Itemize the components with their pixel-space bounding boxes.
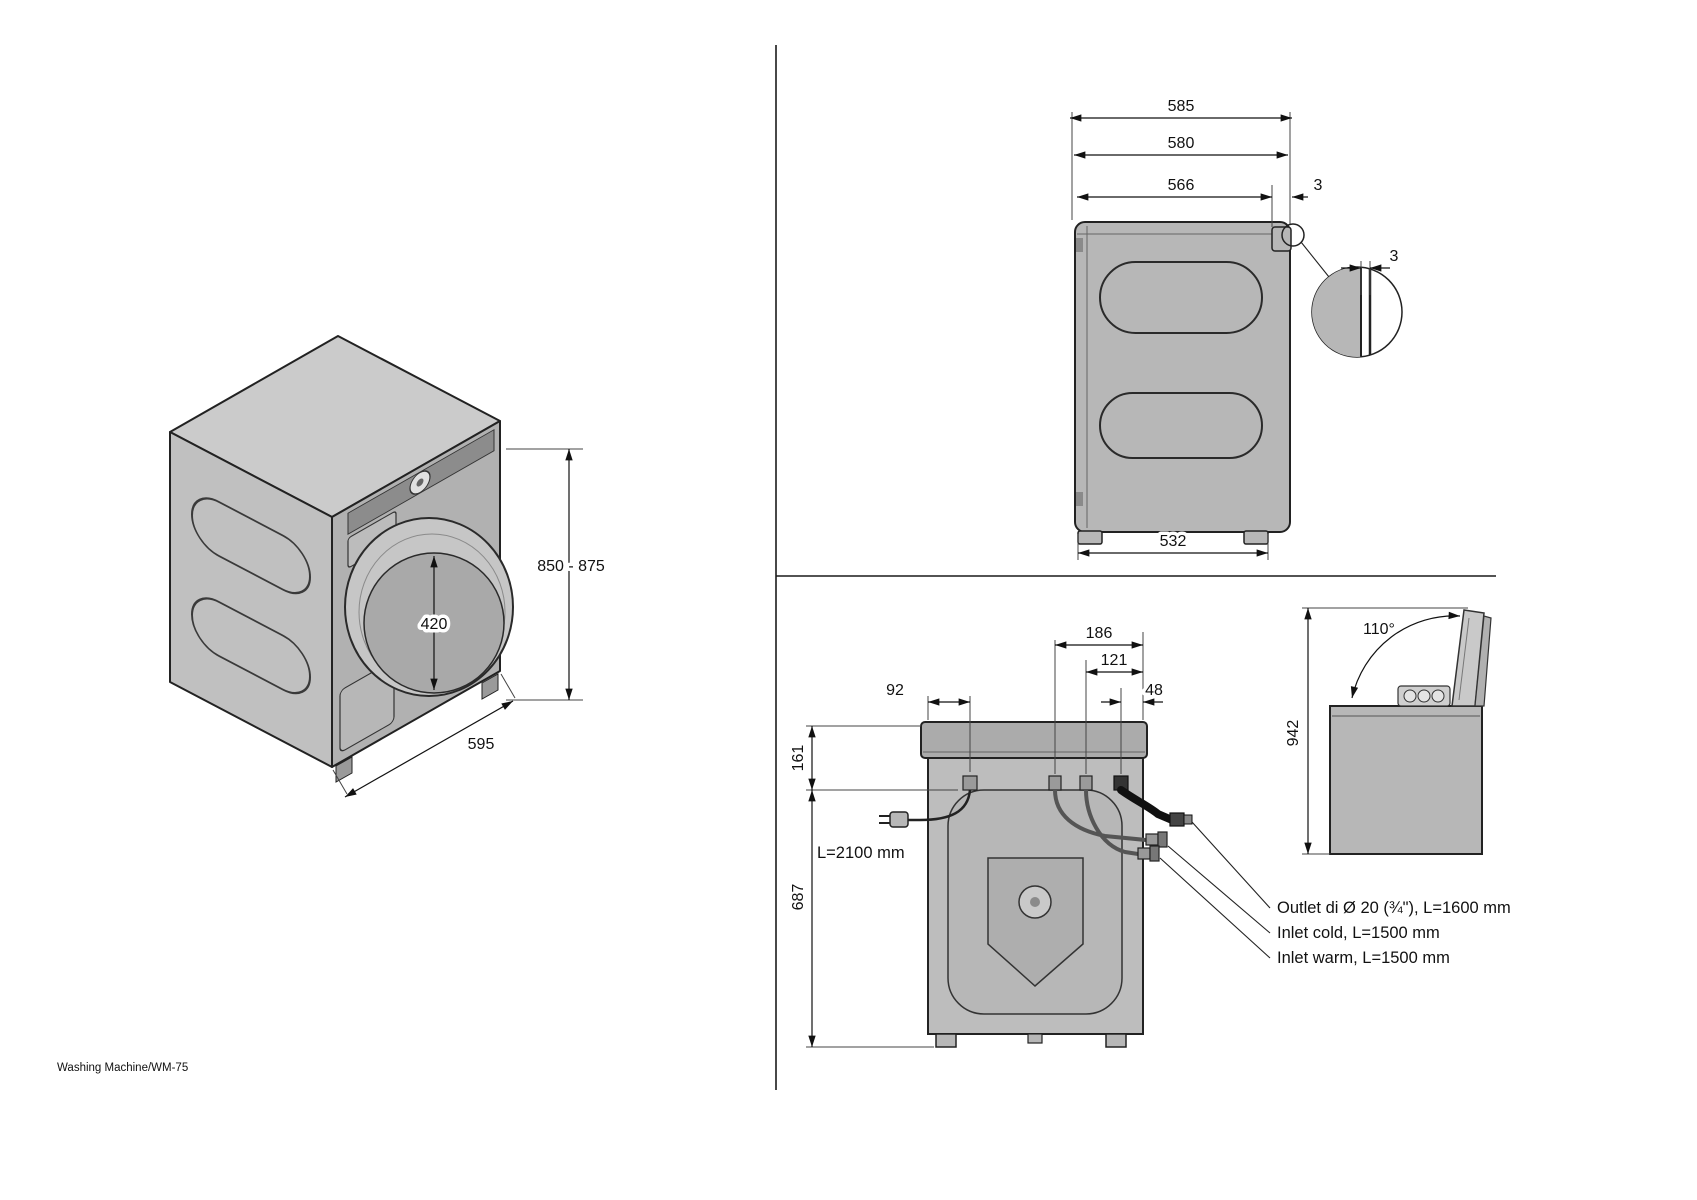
program-knob-center bbox=[416, 478, 424, 487]
open-lid-line bbox=[1458, 617, 1470, 701]
dispenser-cup-1 bbox=[1403, 689, 1417, 703]
detail-contents bbox=[1312, 267, 1372, 357]
outlet-hose bbox=[1113, 775, 1193, 827]
drum-housing bbox=[987, 857, 1084, 988]
dim-width-595: 595 bbox=[332, 673, 516, 798]
rear-top-panel bbox=[920, 721, 1148, 759]
dim-532: 532 bbox=[1077, 530, 1269, 560]
side-foot-left bbox=[1077, 530, 1103, 545]
inlet-warm-label: Inlet warm, L=1500 mm bbox=[1277, 949, 1450, 967]
divider-lines bbox=[775, 45, 1496, 1090]
side-slot-lower bbox=[1099, 392, 1263, 459]
side-view: 585 580 566 3 532 bbox=[1070, 95, 1403, 560]
iso-height-dim: 850 - 875 bbox=[537, 558, 605, 575]
lid-angle-dim: 110° bbox=[1363, 621, 1395, 638]
dim-687: 687 bbox=[787, 790, 934, 1048]
side-dim-580: 580 bbox=[1168, 135, 1195, 152]
plug-icon bbox=[889, 811, 909, 828]
lid-height-dim: 942 bbox=[1285, 720, 1302, 747]
dim-rear-gap-3: 3 bbox=[1292, 174, 1326, 201]
inlet-hose-warm bbox=[1079, 775, 1160, 862]
dim-566: 566 bbox=[1077, 174, 1273, 227]
dispenser-cup-3 bbox=[1431, 689, 1445, 703]
iso-door-dim: 420 bbox=[421, 616, 448, 633]
cord-connector bbox=[962, 775, 978, 791]
side-foot-right bbox=[1243, 530, 1269, 545]
detail-gap-dim: 3 bbox=[1390, 248, 1399, 265]
rear-foot-right bbox=[1105, 1033, 1127, 1048]
dim-186: 186 bbox=[1054, 622, 1144, 774]
dim-585: 585 bbox=[1070, 95, 1292, 225]
leader-outlet bbox=[1191, 821, 1271, 909]
dim-48: 48 bbox=[1101, 679, 1167, 774]
dim-580: 580 bbox=[1074, 132, 1288, 159]
dispenser-cup-2 bbox=[1417, 689, 1431, 703]
dim-942: 942 bbox=[1282, 607, 1468, 855]
rear-drain-stub bbox=[1027, 1033, 1043, 1044]
lid-view: 110° 942 bbox=[1282, 607, 1492, 855]
side-panel-slots bbox=[191, 497, 311, 695]
detail-callout: 3 bbox=[1281, 223, 1403, 358]
side-dim-585: 585 bbox=[1168, 98, 1195, 115]
hinge-mark-bottom bbox=[1076, 492, 1083, 506]
side-dim-532: 532 bbox=[1160, 533, 1187, 550]
open-lid bbox=[1451, 609, 1485, 707]
leader-inlet-warm bbox=[1159, 857, 1271, 959]
side-dim-gap: 3 bbox=[1314, 177, 1323, 194]
inlet-hose-cold bbox=[1048, 775, 1168, 848]
side-body bbox=[1074, 221, 1291, 533]
rear-dim-92: 92 bbox=[886, 682, 904, 699]
rear-foot-left bbox=[935, 1033, 957, 1048]
foot-front-right bbox=[481, 673, 499, 700]
drum-axle-center bbox=[1030, 897, 1040, 907]
rear-dim-48: 48 bbox=[1145, 682, 1163, 699]
dim-detail-gap-3: 3 bbox=[1341, 245, 1402, 295]
angle-arc bbox=[1350, 611, 1461, 699]
cord-length-label: L=2100 mm bbox=[817, 844, 905, 862]
isometric-view: 420 850 - 875 595 bbox=[169, 335, 608, 798]
rear-view: Outlet di Ø 20 (¾"), L=1600 mm Inlet col… bbox=[787, 622, 1514, 1048]
hinge-mark-top bbox=[1076, 238, 1083, 252]
rear-dim-687: 687 bbox=[790, 884, 807, 911]
inlet-cold-label: Inlet cold, L=1500 mm bbox=[1277, 924, 1440, 942]
leader-inlet-cold bbox=[1167, 845, 1271, 934]
dim-121: 121 bbox=[1085, 649, 1143, 774]
outlet-label: Outlet di Ø 20 (¾"), L=1600 mm bbox=[1277, 899, 1511, 917]
open-lid-inner bbox=[1474, 615, 1492, 707]
side-slot-upper bbox=[1099, 261, 1263, 334]
dim-height-850-875: 850 - 875 bbox=[506, 448, 608, 701]
rear-top-tab bbox=[1271, 226, 1292, 252]
dim-door-420: 420 bbox=[417, 556, 451, 690]
dim-161: 161 bbox=[787, 725, 958, 791]
lid-view-body bbox=[1329, 705, 1483, 855]
callout-source-circle bbox=[1281, 223, 1305, 247]
side-dim-566: 566 bbox=[1168, 177, 1195, 194]
rear-dim-161: 161 bbox=[790, 745, 807, 772]
power-cord bbox=[879, 775, 978, 828]
dim-92: 92 bbox=[883, 679, 971, 772]
rear-dim-186: 186 bbox=[1086, 625, 1113, 642]
iso-width-dim: 595 bbox=[468, 736, 495, 753]
rear-dim-121: 121 bbox=[1101, 652, 1128, 669]
footer-label: Washing Machine/WM-75 bbox=[57, 1062, 188, 1074]
